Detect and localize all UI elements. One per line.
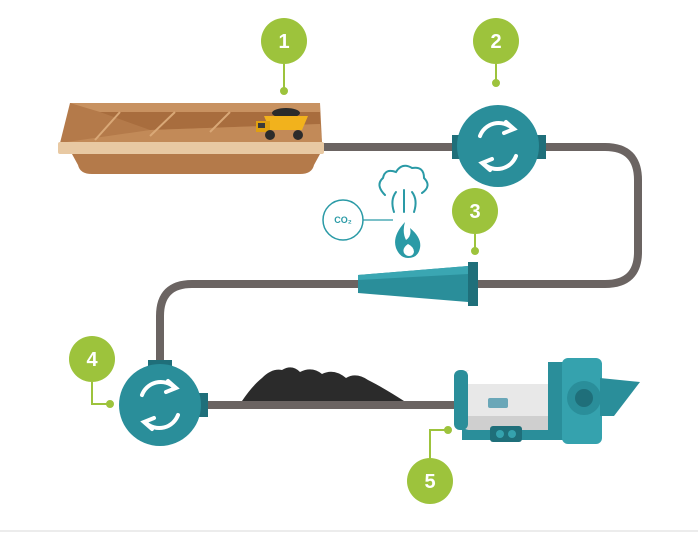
step-badge-circle — [69, 336, 115, 382]
flame-icon — [395, 222, 421, 258]
step-number: 3 — [469, 201, 480, 223]
stockpile — [242, 367, 404, 401]
step-number: 1 — [278, 31, 289, 53]
recycle-arrows-icon — [140, 379, 180, 431]
step-badge-circle — [452, 188, 498, 234]
processor-bottom — [119, 360, 208, 446]
step-badge-circle — [473, 18, 519, 64]
co2-label: CO₂ — [334, 215, 352, 225]
step-badge-5: 5 — [407, 458, 453, 504]
step-badge-circle — [261, 18, 307, 64]
step-badges: 1 2 3 4 5 — [69, 18, 519, 504]
pipe-processor-to-kiln — [468, 143, 642, 288]
haul-truck-icon — [256, 108, 308, 140]
step-number: 2 — [490, 31, 501, 53]
step-badge-3: 3 — [452, 188, 498, 234]
processor-top — [452, 105, 546, 187]
step-badge-4: 4 — [69, 336, 115, 382]
step-connectors — [91, 64, 500, 458]
step-badge-1: 1 — [261, 18, 307, 64]
pipe-kiln-to-processor — [156, 280, 362, 366]
ball-mill — [454, 358, 640, 444]
emission-group: CO₂ — [322, 164, 429, 258]
step-number: 5 — [424, 471, 435, 493]
recycle-arrows-icon — [478, 120, 518, 172]
step-badge-circle — [407, 458, 453, 504]
pipeline — [156, 143, 642, 409]
step-number: 4 — [86, 349, 98, 371]
step-badge-2: 2 — [473, 18, 519, 64]
mine-pit — [58, 103, 324, 174]
kiln-cone — [358, 262, 478, 306]
steam-icon — [378, 164, 429, 213]
